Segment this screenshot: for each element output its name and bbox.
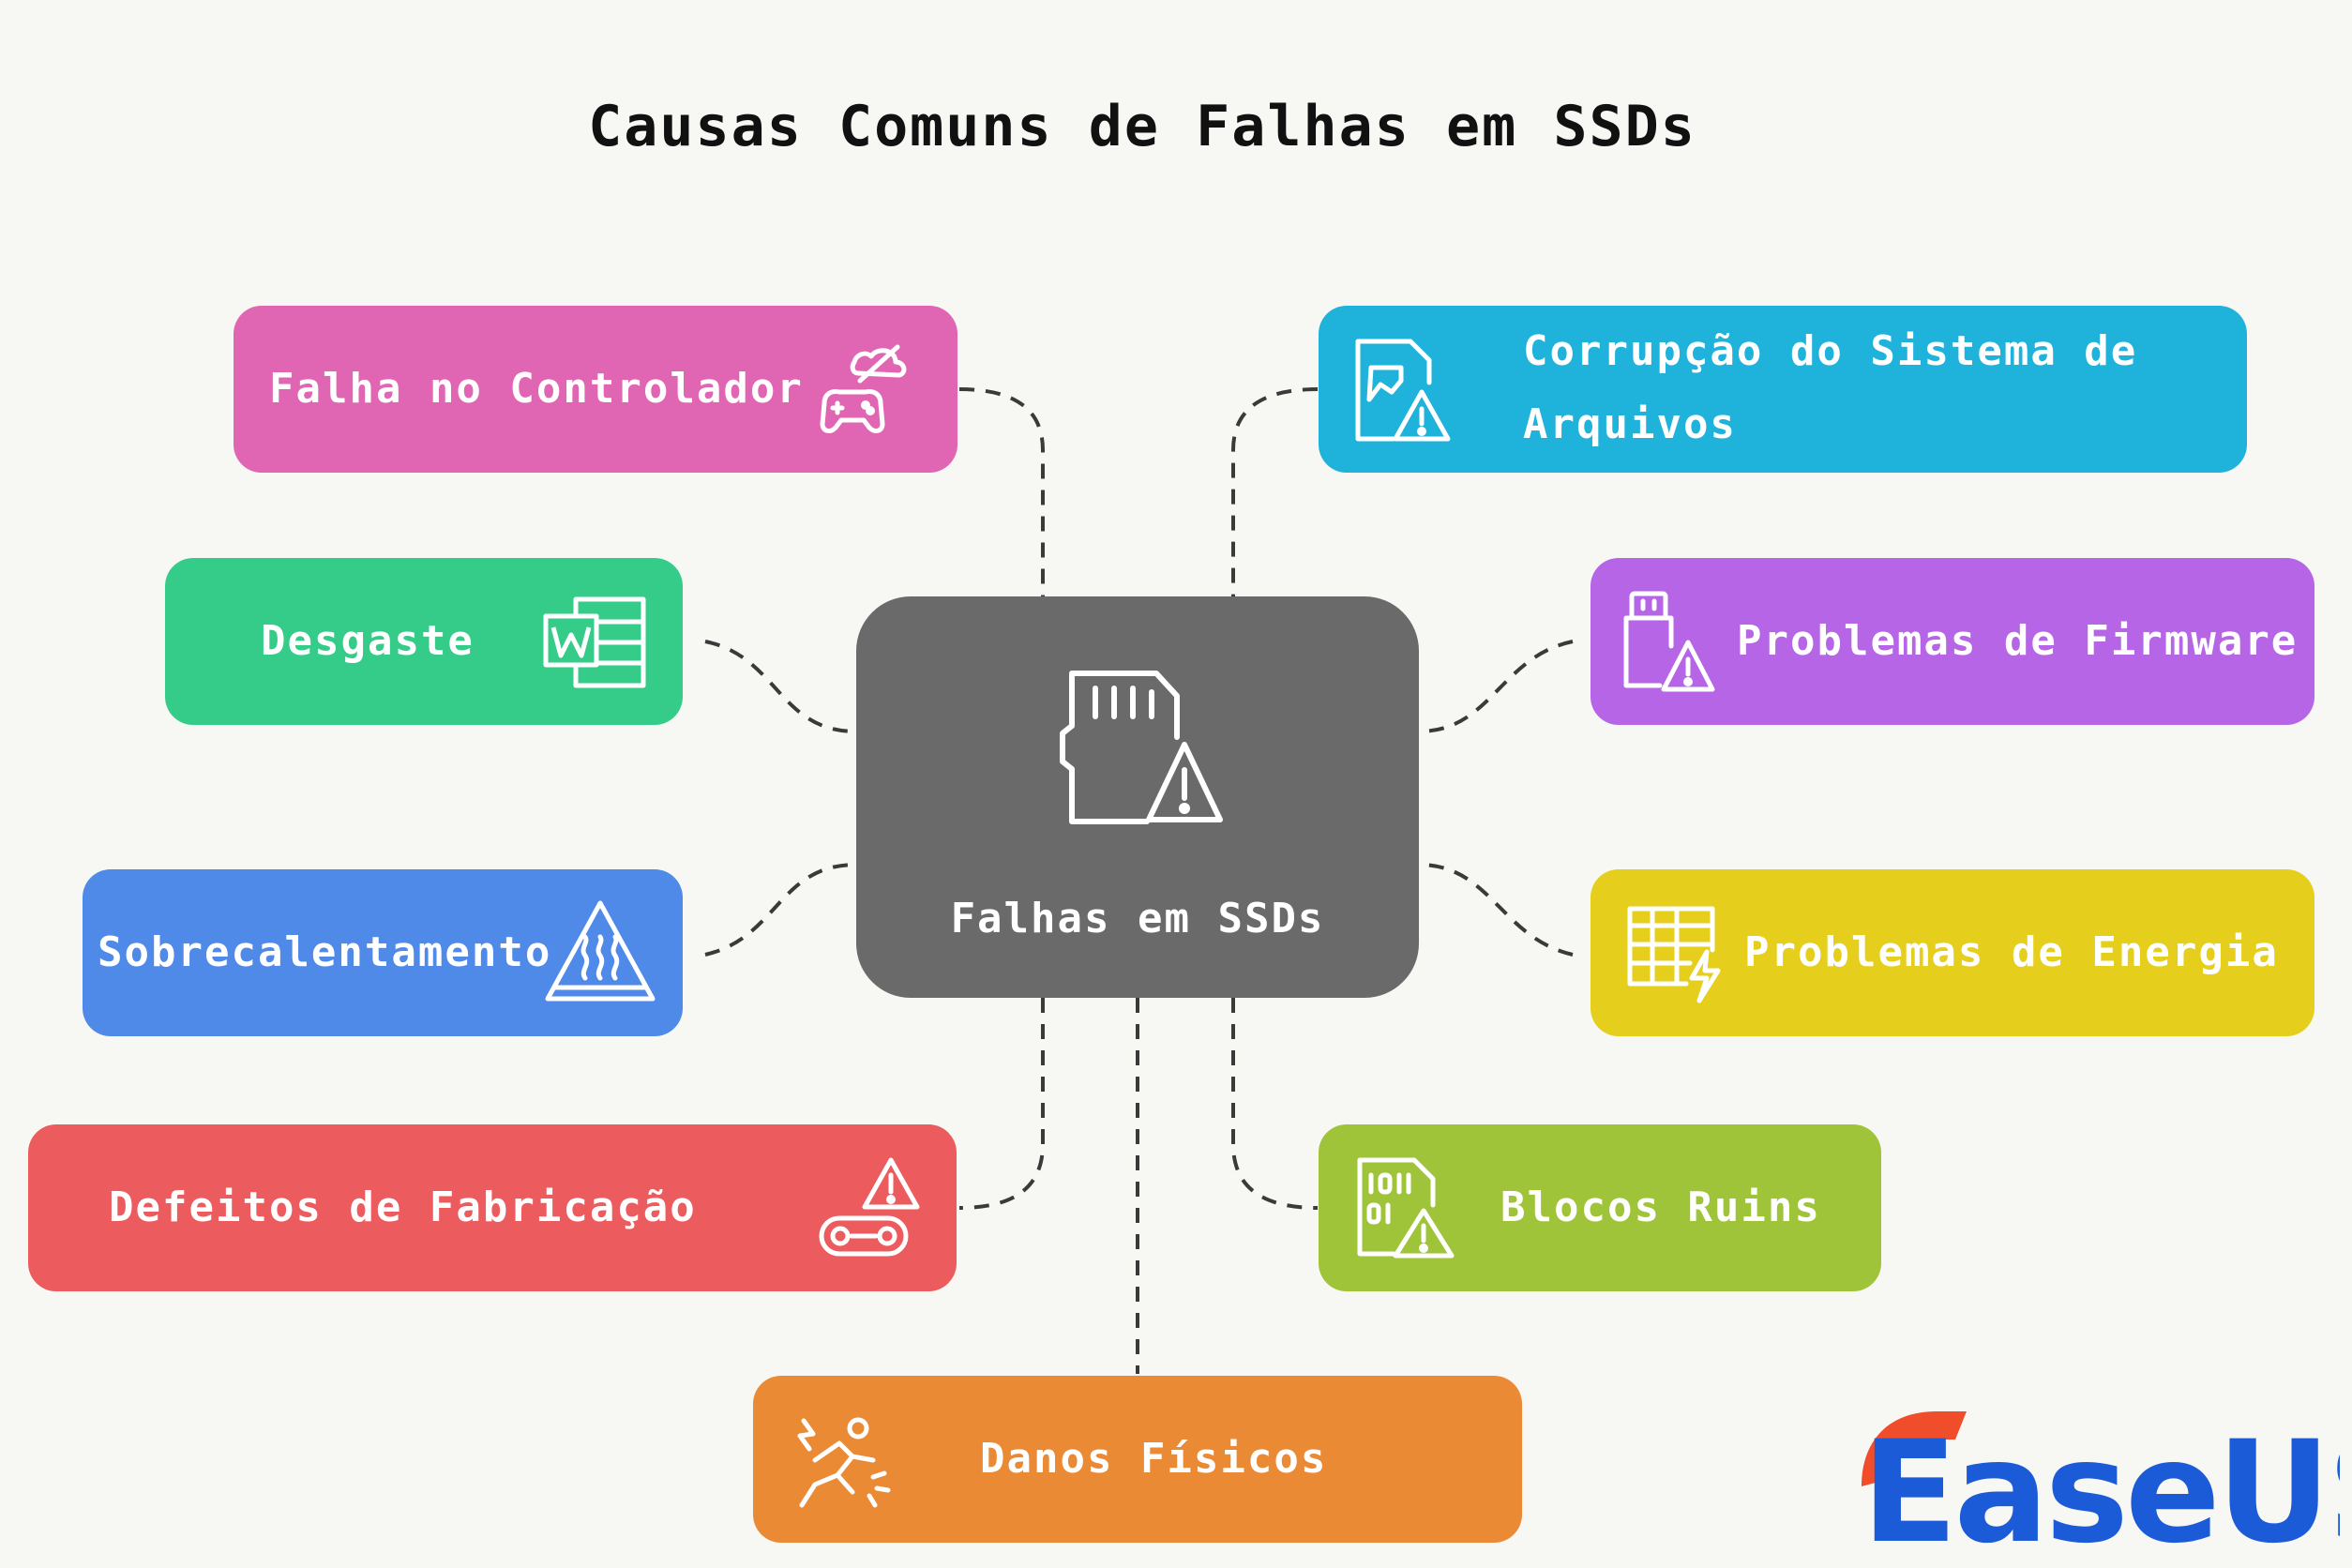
node-firmware-label: Problemas de Firmware <box>1737 617 2299 665</box>
spreadsheet-bolt-icon <box>1624 903 1727 1006</box>
node-blocos-label: Blocos Ruins <box>1500 1184 1821 1231</box>
usb-warning-icon <box>1617 588 1729 701</box>
node-energia-label: Problemas de Energia <box>1744 928 2279 976</box>
node-fabricacao-label: Defeitos de Fabricação <box>109 1184 697 1231</box>
connector-desgaste <box>704 640 857 733</box>
node-blocos: Blocos Ruins <box>1319 1124 1881 1291</box>
center-label: Falhas em SSDs <box>950 895 1325 942</box>
gamepad-cloud-off-icon <box>811 334 924 446</box>
binary-card-warning-icon <box>1352 1154 1465 1267</box>
node-desgaste: Desgaste <box>165 558 683 725</box>
node-desgaste-label: Desgaste <box>261 617 475 665</box>
connector-fabricacao <box>958 998 1045 1210</box>
node-controlador-label: Falha no Controlador <box>269 365 804 413</box>
conveyor-warning-icon <box>812 1154 925 1267</box>
word-document-icon <box>540 594 653 691</box>
node-danos: Danos Físicos <box>753 1376 1522 1543</box>
node-energia: Problemas de Energia <box>1591 869 2314 1036</box>
file-warning-icon <box>1347 334 1459 446</box>
person-impact-icon <box>787 1402 899 1515</box>
sd-card-warning-icon <box>1053 662 1241 844</box>
node-controlador: Falha no Controlador <box>234 306 957 473</box>
hot-surface-warning-icon <box>542 897 658 1006</box>
node-fabricacao: Defeitos de Fabricação <box>28 1124 957 1291</box>
connector-firmware <box>1418 640 1574 733</box>
node-sobrecalentamento: Sobrecalentamento <box>83 869 683 1036</box>
connector-sobrecalentamento <box>704 863 857 957</box>
node-danos-label: Danos Físicos <box>980 1435 1328 1483</box>
node-corrupcao-label-1: Corrupção do Sistema de <box>1523 327 2138 375</box>
connector-controlador <box>958 387 1045 596</box>
svg-text:EaseUS: EaseUS <box>1862 1411 2340 1552</box>
connector-blocos <box>1231 998 1319 1210</box>
connector-energia <box>1418 863 1574 957</box>
node-firmware: Problemas de Firmware <box>1591 558 2314 725</box>
node-sobrecalentamento-label: Sobrecalentamento <box>98 928 552 976</box>
node-corrupcao: Corrupção do Sistema de Arquivos <box>1319 306 2247 473</box>
center-node: Falhas em SSDs <box>856 596 1419 998</box>
easeus-logo: EaseUS <box>1852 1402 2352 1568</box>
diagram-title: Causas Comuns de Falhas em SSDs <box>588 94 1696 159</box>
connector-corrupcao <box>1231 387 1319 596</box>
node-corrupcao-label-2: Arquivos <box>1523 400 1737 448</box>
